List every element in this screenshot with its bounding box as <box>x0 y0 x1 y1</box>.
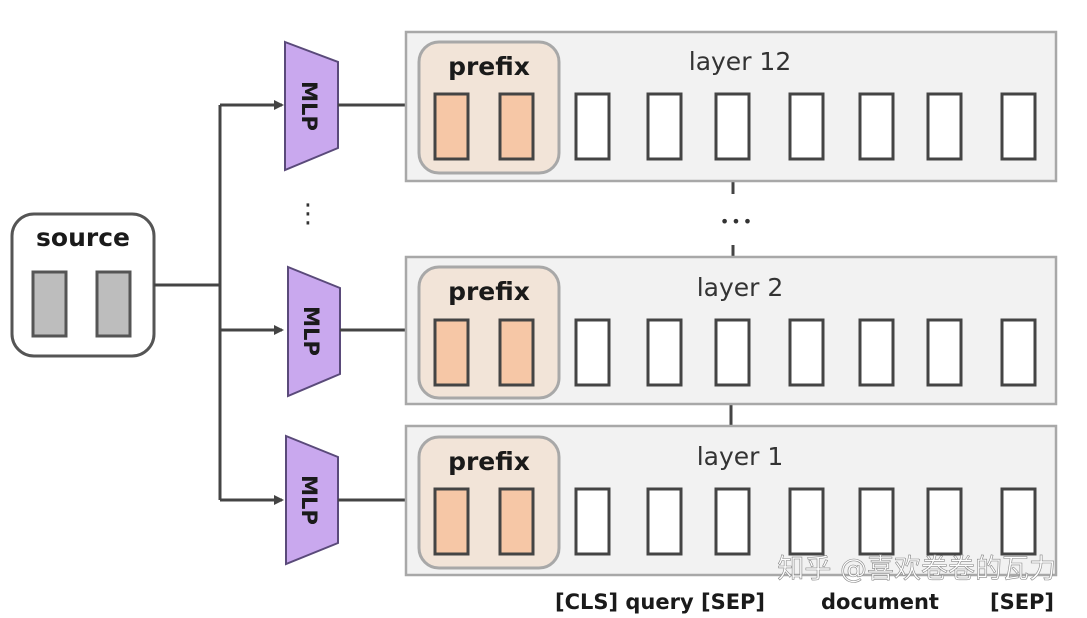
prefix-token <box>498 92 535 161</box>
prefix-label: prefix <box>448 447 530 476</box>
document-label: document <box>821 590 939 614</box>
prefix-label: prefix <box>448 52 530 81</box>
input-token <box>926 487 963 556</box>
prefix-token <box>433 92 470 161</box>
input-token <box>646 487 683 556</box>
sep-label: [SEP] <box>990 590 1054 614</box>
input-token <box>714 318 751 387</box>
input-token <box>646 318 683 387</box>
source-connectors <box>154 100 284 505</box>
prefix-token <box>498 487 535 556</box>
layer-ellipsis: ••• <box>720 212 754 231</box>
input-token <box>1000 318 1037 387</box>
input-token <box>788 487 825 556</box>
input-token <box>788 318 825 387</box>
layer-title: layer 1 <box>697 442 784 471</box>
cls-query-sep-label: [CLS] query [SEP] <box>555 590 765 614</box>
prefix-token <box>498 318 535 387</box>
input-token <box>714 92 751 161</box>
source-token <box>95 270 132 338</box>
prefix-token <box>433 487 470 556</box>
mlp-label: MLP <box>297 475 321 525</box>
input-token <box>858 487 895 556</box>
input-token <box>1000 487 1037 556</box>
layer-panel: layer 1 prefix <box>404 424 1058 577</box>
input-token <box>574 92 611 161</box>
input-token <box>714 487 751 556</box>
layer-connectors <box>729 181 735 426</box>
source-label: source <box>36 223 130 252</box>
input-token <box>926 318 963 387</box>
mlp-label: MLP <box>299 306 323 356</box>
input-token <box>1000 92 1037 161</box>
mlp-block: MLP <box>285 434 339 566</box>
mlp-to-prefix-arrows <box>338 100 416 505</box>
layer-panel: layer 2 prefix <box>404 255 1058 406</box>
vertical-ellipsis: ⋮ <box>295 199 321 229</box>
mlp-block: MLP <box>287 265 341 398</box>
input-token <box>646 92 683 161</box>
input-token <box>858 318 895 387</box>
layer-panel: layer 12 prefix <box>404 30 1058 183</box>
layers: layer 12 prefix layer 2 prefix layer 1 prefix <box>404 30 1058 577</box>
input-token <box>574 487 611 556</box>
source-box: source <box>10 212 156 358</box>
watermark-text: 知乎 @喜欢卷卷的瓦力 <box>777 554 1056 585</box>
mlp-block: MLP <box>284 40 339 172</box>
input-token <box>788 92 825 161</box>
layer-title: layer 12 <box>689 47 791 76</box>
input-token <box>858 92 895 161</box>
prefix-label: prefix <box>448 277 530 306</box>
mlp-label: MLP <box>297 81 321 131</box>
input-token <box>926 92 963 161</box>
source-token <box>31 270 68 338</box>
prefix-token <box>433 318 470 387</box>
layer-title: layer 2 <box>697 273 784 302</box>
input-token <box>574 318 611 387</box>
